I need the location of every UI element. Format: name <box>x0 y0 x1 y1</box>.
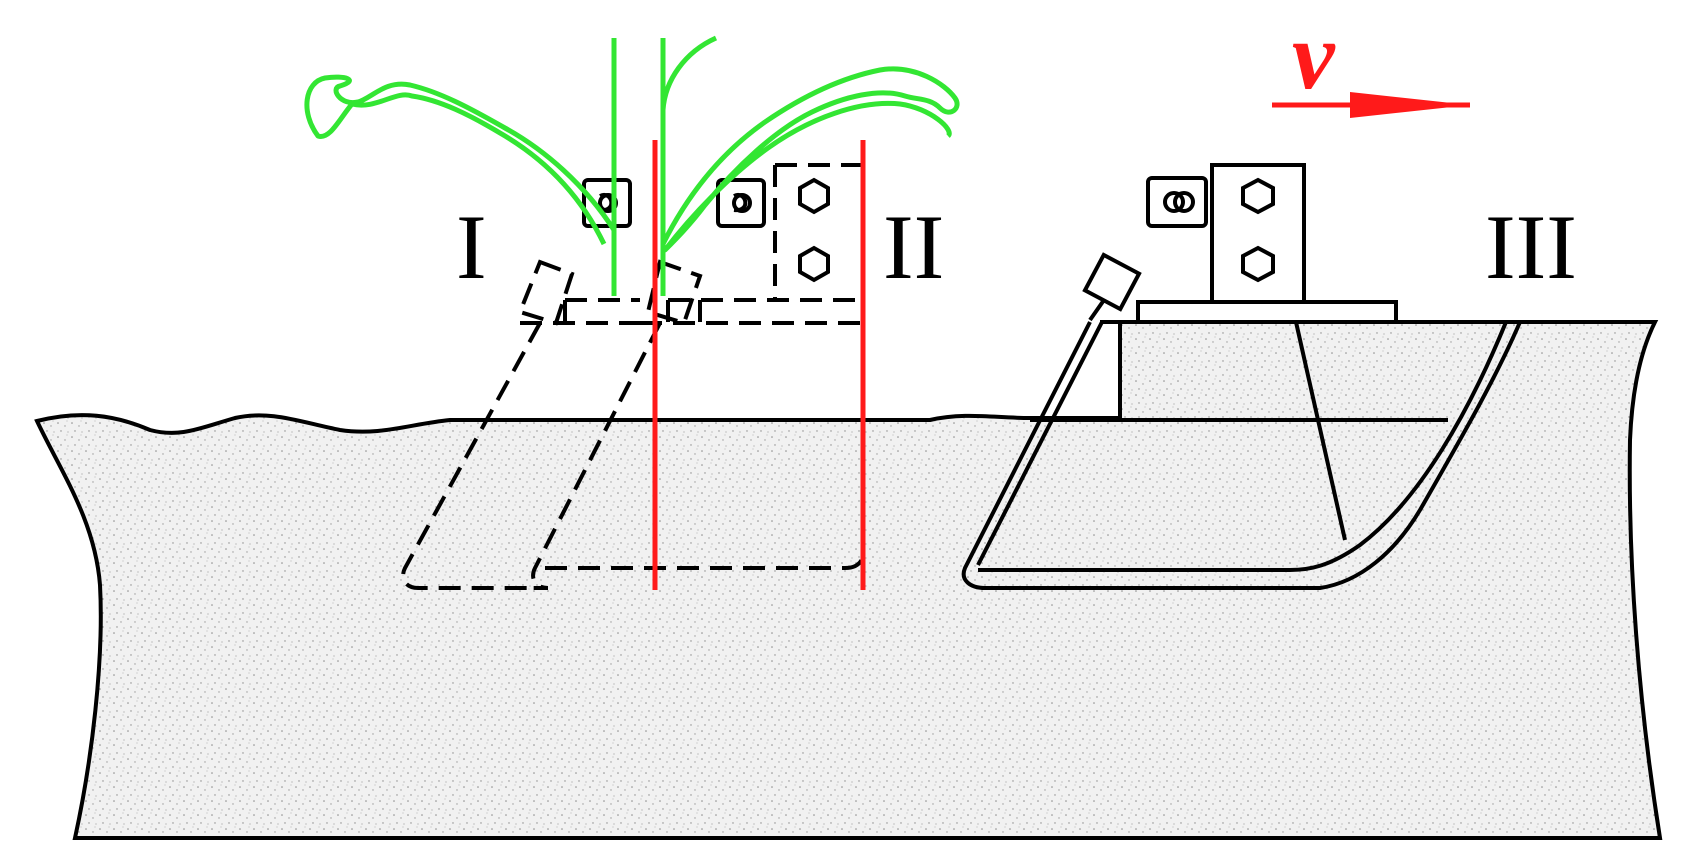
velocity-indicator: v <box>1272 2 1470 118</box>
stage-2-tool <box>528 160 866 590</box>
stage-3-mount-plate <box>1136 300 1398 324</box>
stage-2-label: II <box>883 196 944 298</box>
stage-3-label: III <box>1485 196 1577 298</box>
plant-leaf-left <box>304 74 617 246</box>
position-lines <box>652 140 866 590</box>
stage-3-strut <box>1294 321 1347 541</box>
plant-leaf-right <box>660 66 960 253</box>
stage-2-pivot-clamp <box>716 178 766 228</box>
hexagon-bolt-icon <box>798 177 830 215</box>
stage-1-label: I <box>456 196 487 298</box>
plant-branch <box>660 35 718 111</box>
stage-3-shank <box>961 321 1092 590</box>
pivot-icon <box>1163 191 1185 213</box>
stage-3-blade-outline <box>978 320 1509 572</box>
stage-3-pivot-clamp <box>1146 176 1208 228</box>
plant <box>304 35 960 296</box>
hexagon-bolt-icon <box>1241 245 1275 283</box>
soil-block <box>34 320 1663 840</box>
hexagon-bolt-icon <box>1241 177 1275 215</box>
velocity-label: v <box>1292 2 1336 109</box>
stage-2-bolts <box>798 177 830 283</box>
stage-1-pivot-clamp <box>582 178 632 228</box>
velocity-arrow-head-icon <box>1350 92 1470 118</box>
hexagon-bolt-icon <box>798 245 830 283</box>
stage-1-tool <box>401 259 645 590</box>
stage-3-tool <box>961 163 1522 590</box>
stage-3-handle-grip <box>1082 252 1142 312</box>
